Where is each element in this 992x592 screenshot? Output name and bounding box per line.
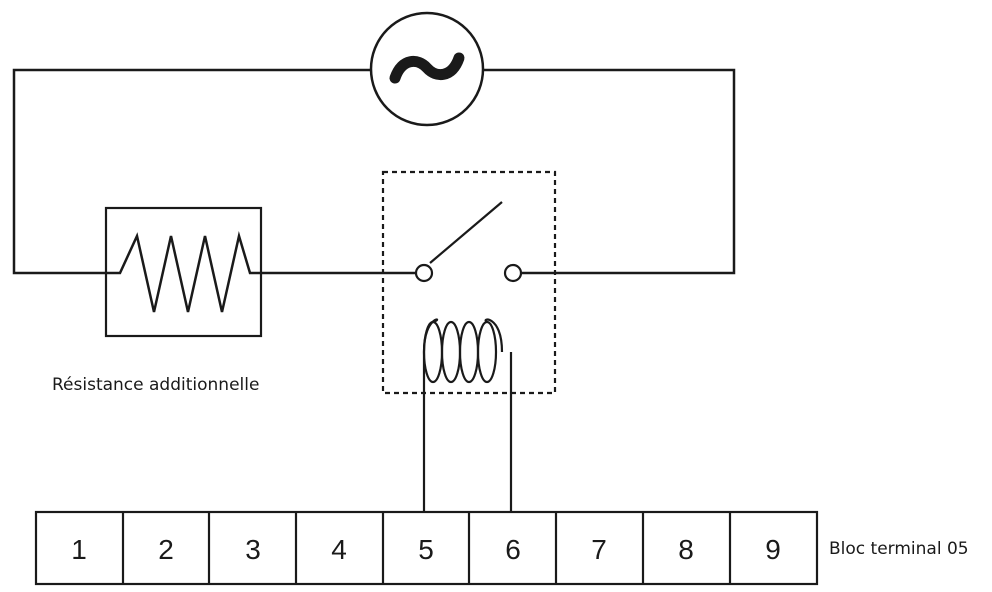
terminal-8: 8 [678, 534, 694, 565]
terminal-block-label: Bloc terminal 05 [829, 539, 969, 559]
switch-terminal-right [503, 263, 523, 283]
terminal-7: 7 [591, 534, 607, 565]
resistor [104, 206, 263, 338]
terminal-4: 4 [331, 534, 347, 565]
top-left-wire [12, 68, 370, 275]
resistor-zigzag-icon [106, 231, 261, 313]
relay [381, 170, 557, 512]
switch-terminal-left [414, 263, 434, 283]
terminal-5: 5 [418, 534, 434, 565]
relay-coil-icon [422, 318, 504, 384]
terminal-6: 6 [505, 534, 521, 565]
switch-contact-icon [429, 201, 503, 264]
terminal-2: 2 [158, 534, 174, 565]
terminal-3: 3 [245, 534, 261, 565]
terminal-9: 9 [765, 534, 781, 565]
terminal-block: 1 2 3 4 5 6 7 8 9 [34, 510, 819, 586]
terminal-1: 1 [71, 534, 87, 565]
ac-source-icon [369, 11, 485, 127]
top-right-wire [484, 68, 736, 275]
resistor-label: Résistance additionnelle [52, 375, 259, 395]
relay-enclosure [381, 170, 557, 395]
